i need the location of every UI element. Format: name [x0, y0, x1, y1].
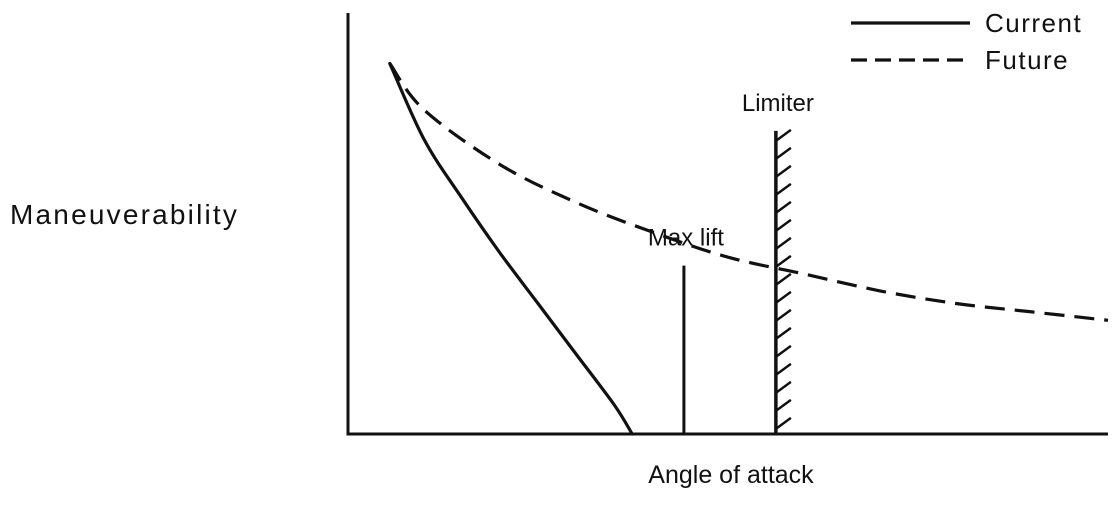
hatch-tick: [775, 416, 792, 430]
hatch-tick: [775, 254, 792, 268]
legend-label-current: Current: [985, 8, 1082, 38]
annotation-label-max-lift: Max lift: [648, 225, 724, 252]
axes: [346, 13, 1108, 436]
series: [388, 61, 1109, 436]
hatch-tick: [775, 236, 792, 250]
hatch-tick: [775, 200, 792, 214]
hatch-tick: [775, 128, 792, 142]
hatch-tick: [775, 290, 792, 304]
hatch-tick: [775, 344, 792, 358]
chart-text: Maneuverability Angle of attack Max lift…: [10, 90, 814, 489]
y-axis-label: Maneuverability: [10, 199, 239, 230]
hatch-tick: [775, 308, 792, 322]
annotation-markers: [682, 128, 792, 434]
hatch-tick: [775, 272, 792, 286]
hatch-tick: [775, 380, 792, 394]
hatch-tick: [775, 164, 792, 178]
hatch-tick: [775, 146, 792, 160]
hatch-tick: [775, 362, 792, 376]
limiter-hatching: [775, 128, 792, 430]
series-line-future: [388, 62, 1109, 322]
annotation-label-limiter: Limiter: [742, 90, 814, 117]
legend-label-future: Future: [985, 45, 1069, 75]
hatch-tick: [775, 398, 792, 412]
x-axis-label: Angle of attack: [648, 461, 814, 489]
hatch-tick: [775, 326, 792, 340]
hatch-tick: [775, 218, 792, 232]
hatch-tick: [775, 182, 792, 196]
series-line-current: [388, 61, 634, 436]
